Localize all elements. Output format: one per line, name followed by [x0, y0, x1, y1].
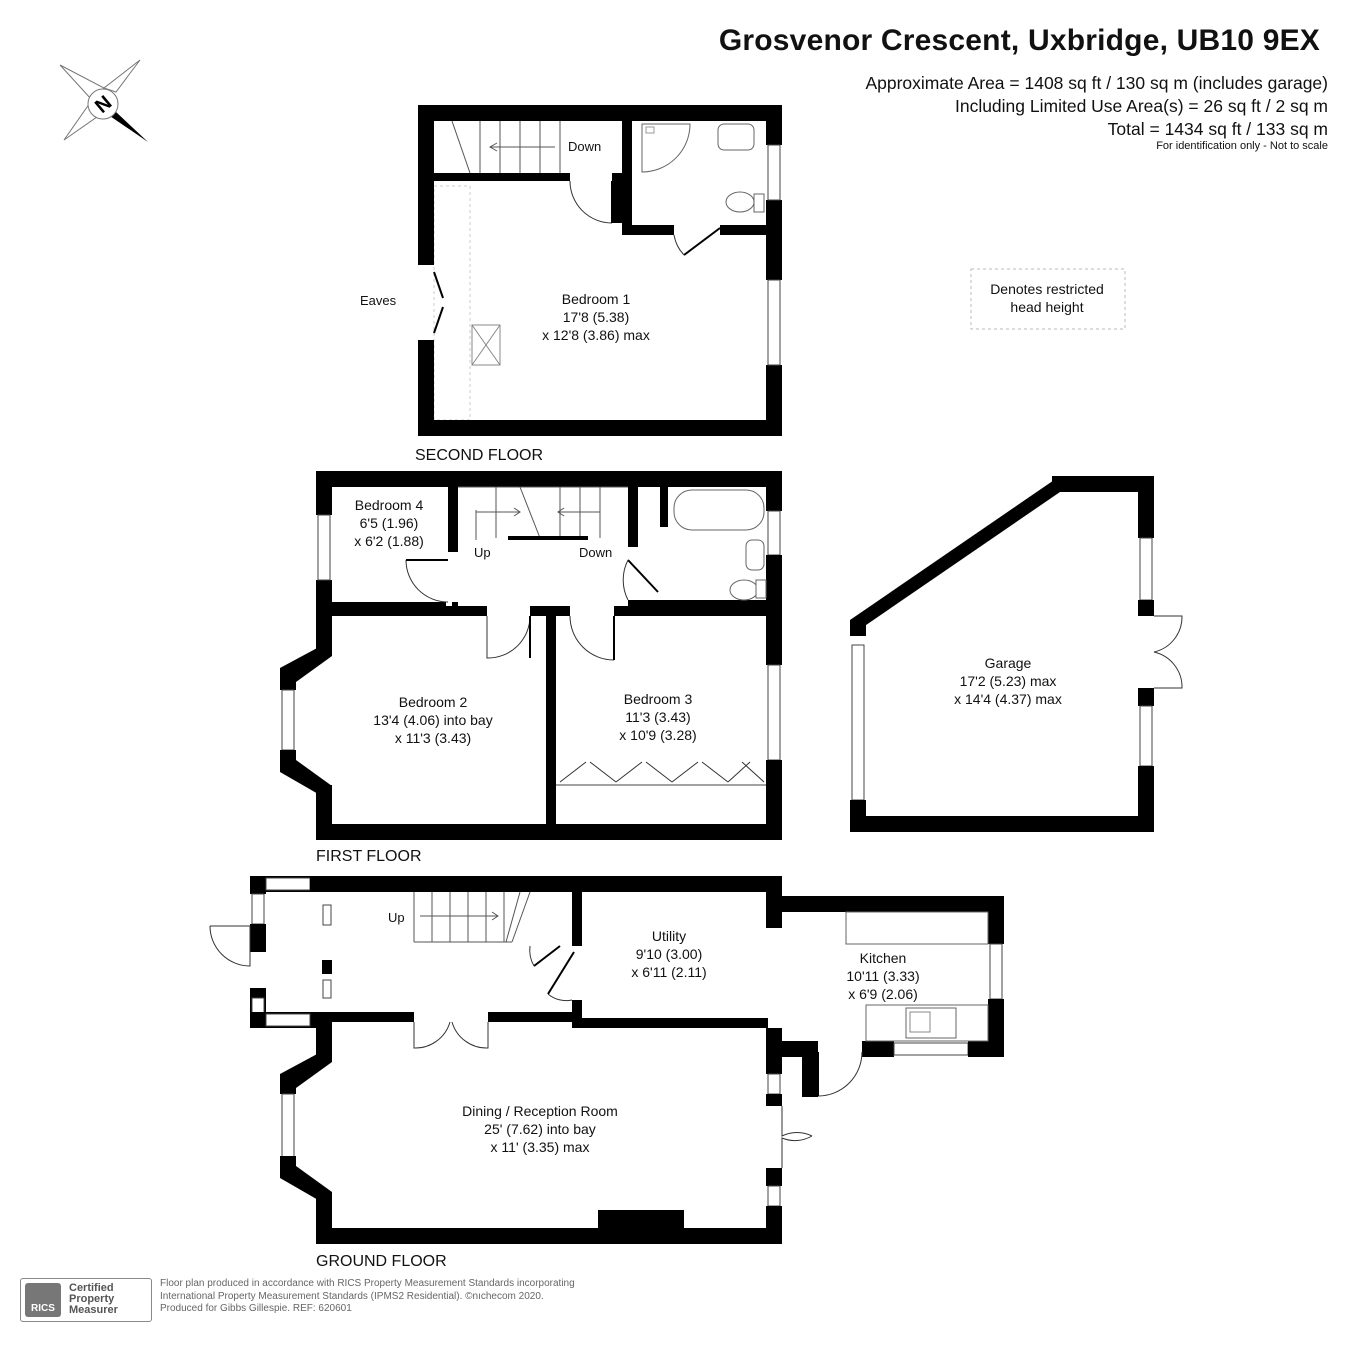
kitchen-dim1: 10'11 (3.33): [846, 968, 919, 984]
approximate-area: Approximate Area = 1408 sq ft / 130 sq m…: [865, 73, 1328, 93]
footer-line-2: International Property Measurement Stand…: [160, 1290, 544, 1302]
footer-line-3: Produced for Gibbs Gillespie. REF: 62060…: [160, 1303, 352, 1314]
first-floor-label: FIRST FLOOR: [316, 848, 422, 865]
bedroom-2-dim2: x 11'3 (3.43): [395, 730, 471, 746]
eaves-label: Eaves: [360, 293, 397, 308]
garage-dim1: 17'2 (5.23) max: [960, 673, 1057, 689]
stairs-down-label: Down: [568, 139, 601, 154]
restricted-height-legend: Denotes restricted head height: [970, 268, 1126, 330]
garage-plan: Garage 17'2 (5.23) max x 14'4 (4.37) max: [850, 476, 1183, 832]
bedroom-4-name: Bedroom 4: [355, 497, 424, 513]
rics-badge-text: Certified Property Measurer: [69, 1283, 118, 1316]
badge-line-2: Property: [69, 1293, 115, 1305]
dining-room-dim2: x 11' (3.35) max: [491, 1139, 590, 1155]
second-floor-plan: Down SECOND FLOOR Eaves Bedroom 1 17'8 (…: [360, 105, 782, 464]
bedroom-4-dim1: 6'5 (1.96): [360, 515, 419, 531]
scale-note: For identification only - Not to scale: [1156, 140, 1328, 152]
bedroom-3-name: Bedroom 3: [624, 691, 693, 707]
dining-room-name: Dining / Reception Room: [462, 1103, 618, 1119]
bedroom-2-name: Bedroom 2: [399, 694, 468, 710]
rics-logo: RICS: [25, 1283, 61, 1317]
limited-use-area: Including Limited Use Area(s) = 26 sq ft…: [954, 96, 1328, 116]
legend-line-1: Denotes restricted: [990, 281, 1104, 297]
footer-line-1: Floor plan produced in accordance with R…: [160, 1278, 575, 1289]
kitchen-dim2: x 6'9 (2.06): [848, 986, 918, 1002]
footer-notes: Floor plan produced in accordance with R…: [160, 1278, 575, 1316]
bedroom-1-dim1: 17'8 (5.38): [563, 309, 630, 325]
ground-floor-label: GROUND FLOOR: [316, 1253, 447, 1270]
dining-room-dim1: 25' (7.62) into bay: [484, 1121, 596, 1137]
utility-dim2: x 6'11 (2.11): [631, 964, 706, 980]
bedroom-1-dim2: x 12'8 (3.86) max: [542, 327, 650, 343]
legend-line-2: head height: [1010, 299, 1083, 315]
property-title: Grosvenor Crescent, Uxbridge, UB10 9EX: [718, 24, 1320, 57]
utility-name: Utility: [652, 928, 686, 944]
bedroom-2-dim1: 13'4 (4.06) into bay: [373, 712, 492, 728]
utility-dim1: 9'10 (3.00): [636, 946, 703, 962]
badge-line-3: Measurer: [69, 1304, 118, 1316]
ground-stairs-up-label: Up: [388, 910, 405, 925]
bedroom-1-name: Bedroom 1: [562, 291, 631, 307]
garage-name: Garage: [985, 655, 1032, 671]
rics-certified-badge: RICS Certified Property Measurer: [20, 1278, 152, 1322]
bedroom-3-dim2: x 10'9 (3.28): [619, 727, 696, 743]
first-stairs-down-label: Down: [579, 545, 612, 560]
first-floor-plan: Up Down FIRST FLOOR Bedroom 4 6'5 (1.96)…: [280, 471, 782, 865]
second-floor-label: SECOND FLOOR: [415, 447, 543, 464]
compass-north-icon: N: [59, 59, 148, 142]
garage-dim2: x 14'4 (4.37) max: [954, 691, 1062, 707]
first-stairs-up-label: Up: [474, 545, 491, 560]
ground-floor-plan: Up GROUND FLOOR Utility 9'10 (3.00) x 6'…: [209, 876, 1004, 1270]
bedroom-4-dim2: x 6'2 (1.88): [354, 533, 424, 549]
bedroom-3-dim1: 11'3 (3.43): [625, 709, 690, 725]
kitchen-name: Kitchen: [860, 950, 907, 966]
total-area: Total = 1434 sq ft / 133 sq m: [1107, 119, 1328, 139]
badge-line-1: Certified: [69, 1282, 114, 1294]
